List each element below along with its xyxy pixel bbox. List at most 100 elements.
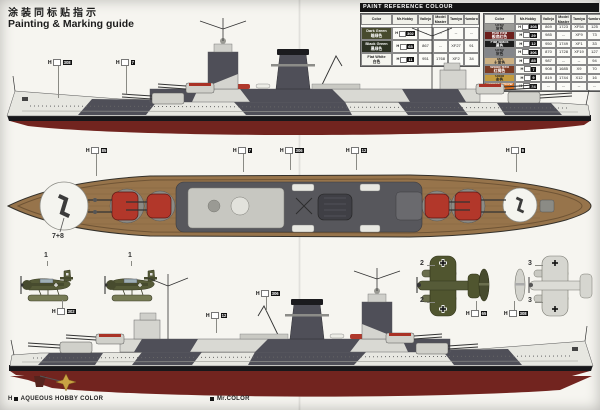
color-box-icon — [210, 397, 214, 401]
part-number-label: 3 — [528, 297, 532, 304]
tailplane — [579, 273, 593, 299]
wing-cross-lower — [439, 305, 447, 313]
humbrol-code: -- — [464, 27, 479, 40]
stern-national-marking — [515, 196, 525, 214]
seaplane-top-view — [416, 255, 490, 317]
callout-leader-line — [58, 66, 59, 98]
wing-cross-upper — [552, 260, 558, 266]
tamiya-code: XF1 — [571, 39, 587, 48]
paint-table-title: PAINT REFERENCE COLOUR — [360, 3, 599, 12]
tamiya-code: XF54 — [571, 22, 587, 31]
model-master-code: -- — [556, 82, 571, 91]
tamiya-code: XF9 — [571, 31, 587, 40]
part-number-label: 1 — [44, 252, 48, 259]
column-header: Tamiya — [571, 14, 587, 25]
vallejo-code: 908 — [541, 65, 556, 74]
aqueous-label: AQUEOUS HOBBY COLOR — [20, 396, 104, 402]
callout-leader-line — [243, 154, 244, 172]
ship-side-profile-top — [6, 17, 592, 136]
humbrol-code: 91 — [464, 40, 479, 53]
column-header: Model Master — [433, 14, 448, 25]
model-master-code: -- — [433, 40, 448, 53]
footer-legend-mrcolor: Mr.COLOR — [210, 396, 250, 402]
part-number-label: 2 — [420, 260, 424, 267]
part-number-label: 2 — [420, 297, 424, 304]
vallejo-code: 985 — [541, 31, 556, 40]
tamiya-code: XF27 — [448, 40, 464, 53]
model-master-code: 1728 — [556, 48, 571, 57]
model-master-code: 1744 — [556, 73, 571, 82]
rudder — [34, 376, 46, 387]
humbrol-code: 33 — [587, 39, 600, 48]
color-box-icon — [13, 397, 18, 401]
humbrol-code: -- — [587, 82, 600, 91]
tamiya-code: -- — [571, 56, 587, 65]
callout-leader-line — [126, 66, 127, 94]
paint-table-left: Color Mr.Hobby Vallejo Model Master Tami… — [360, 13, 480, 67]
page-title-chinese: 涂装同标贴指示 — [8, 8, 99, 19]
vallejo-code: 987 — [541, 56, 556, 65]
callout-leader-line — [62, 300, 63, 308]
callout-leader-line — [216, 319, 217, 333]
part-number-label: 3 — [528, 260, 532, 267]
aqueous-prefix: H — [8, 396, 13, 402]
ship-plan-view — [6, 174, 592, 238]
column-header: Color — [361, 14, 392, 25]
funnel-top — [317, 193, 353, 221]
part-number-label: 7+8 — [52, 233, 64, 240]
vallejo-code: 867 — [418, 40, 433, 53]
model-master-code: 1723 — [556, 22, 571, 31]
paint-reference-table: PAINT REFERENCE COLOUR Color Mr.Hobby Va… — [360, 3, 600, 92]
part-number-label: 1 — [128, 252, 132, 259]
callout-leader-line — [476, 301, 477, 310]
vallejo-code: 951 — [418, 53, 433, 66]
model-master-code: -- — [556, 56, 571, 65]
vallejo-code: -- — [541, 82, 556, 91]
tamiya-code: -- — [571, 82, 587, 91]
part-leader-line — [47, 261, 48, 266]
part-leader-line — [131, 261, 132, 266]
callout-leader-line — [356, 154, 357, 170]
callout-leader-line — [266, 297, 267, 311]
turret-y-plan — [454, 191, 482, 221]
propeller — [55, 373, 77, 392]
vallejo-code: 950 — [541, 39, 556, 48]
turret-b-plan — [146, 193, 172, 219]
part-leader-line — [59, 217, 65, 233]
humbrol-code: 34 — [464, 53, 479, 66]
part-leader-line — [535, 302, 543, 303]
seaplane-bottom-view — [514, 255, 593, 317]
tamiya-code: -- — [448, 27, 464, 40]
page-title-english: Painting & Marking guide — [8, 18, 135, 30]
tamiya-code: X12 — [571, 73, 587, 82]
column-header: Mr.Hobby — [392, 14, 418, 25]
wing-cross-upper — [439, 259, 447, 267]
callout-leader-line — [96, 154, 97, 176]
bow-national-marking — [57, 194, 71, 218]
callout-leader-line — [516, 154, 517, 172]
humbrol-code: 73 — [587, 31, 600, 40]
model-master-code: -- — [556, 31, 571, 40]
column-header: Model Master — [556, 14, 571, 25]
humbrol-code: 125 — [587, 22, 600, 31]
